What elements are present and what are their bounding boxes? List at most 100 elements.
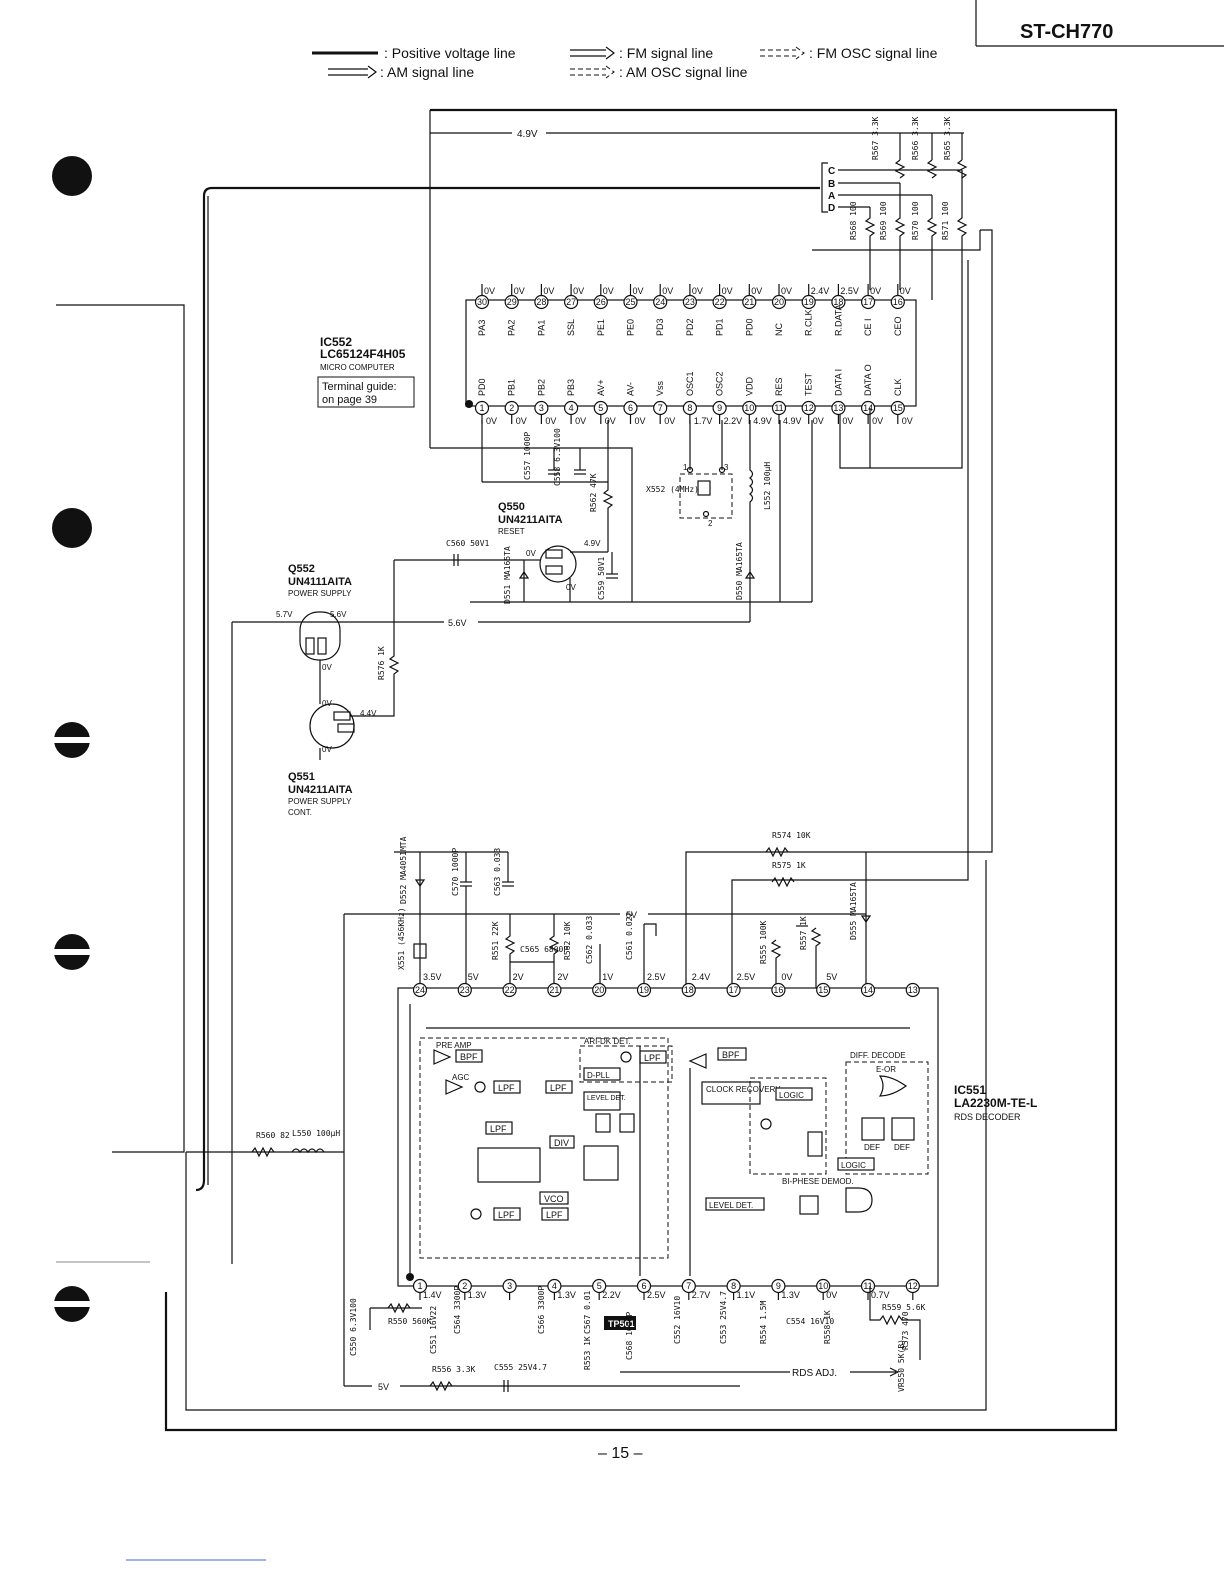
pin-voltage: 0V xyxy=(826,1290,837,1300)
ic551-pin xyxy=(502,1278,517,1294)
pullup-resistors: R567 3.3K R566 3.3K R565 3.3K xyxy=(871,116,968,179)
conn-d: D xyxy=(828,203,835,214)
pin-voltage: 0V xyxy=(514,286,525,296)
rail-5v-b: 5V xyxy=(378,1382,389,1392)
c567-label: C567 0.01 xyxy=(583,1290,592,1334)
pin-voltage: 0V xyxy=(545,416,556,426)
pin-number: 19 xyxy=(804,297,814,307)
page-number: – 15 – xyxy=(598,1445,643,1462)
pin-number: 13 xyxy=(908,985,918,995)
ic551-pin xyxy=(502,982,517,998)
c568-label: C568 1000P xyxy=(625,1312,634,1360)
legend-am-osc: : AM OSC signal line xyxy=(619,64,748,80)
pin-voltage: 0V xyxy=(751,286,762,296)
ic552-pin xyxy=(801,400,816,416)
am-line-swatch xyxy=(328,65,377,79)
pin-voltage: 1.3V xyxy=(781,1290,800,1300)
r566-label: R566 3.3K xyxy=(911,116,920,160)
q551-desc1: POWER SUPPLY xyxy=(288,797,352,806)
q551-part: UN4211AITA xyxy=(288,784,353,796)
level2-label: LEVEL DET. xyxy=(709,1201,753,1210)
pin-name: PD1 xyxy=(715,318,725,336)
ic551-pin xyxy=(681,982,696,998)
ic552-pin xyxy=(474,400,490,416)
ic552-pin xyxy=(712,294,727,310)
ic551-pin xyxy=(771,982,786,998)
pin-name: CEO xyxy=(893,316,903,336)
q552-in-v: 5.7V xyxy=(276,610,293,619)
c551-label: C551 16V22 xyxy=(429,1306,438,1354)
r550-label: R550 560K xyxy=(388,1317,432,1326)
q552-ref: Q552 xyxy=(288,563,315,575)
pin-name: OSC1 xyxy=(685,371,695,396)
pin-voltage: 1.3V xyxy=(468,1290,487,1300)
tp501-label[interactable]: TP501 xyxy=(608,1319,635,1329)
svg-text:1: 1 xyxy=(683,463,688,472)
pin-voltage: 2V xyxy=(513,972,524,982)
pin-number: 30 xyxy=(477,297,487,307)
lpf3-label: LPF xyxy=(490,1124,507,1134)
pin-name: PD0 xyxy=(744,318,754,336)
ic551-pin1-dot xyxy=(406,1273,414,1281)
ic552-pin xyxy=(623,294,638,310)
ic551-pin xyxy=(412,982,428,998)
ic552-pin xyxy=(742,400,757,416)
x552-label: X552 (4MHz) xyxy=(646,485,699,494)
pin-number: 19 xyxy=(639,985,649,995)
pin-voltage: 0V xyxy=(842,416,853,426)
pin-voltage: 2.2V xyxy=(724,416,743,426)
pin-voltage: 2.2V xyxy=(602,1290,621,1300)
pin-number: 15 xyxy=(893,403,903,413)
ic551-pin xyxy=(592,1278,607,1294)
pin-number: 25 xyxy=(625,297,635,307)
lpf4-label: LPF xyxy=(498,1210,515,1220)
pin-name: CE I xyxy=(863,318,873,336)
ic551-pin xyxy=(592,982,607,998)
pin-voltage: 2.7V xyxy=(692,1290,711,1300)
c560-label: C560 50V1 xyxy=(446,539,490,548)
binding-hole xyxy=(52,508,92,548)
pin-number: 6 xyxy=(628,403,633,413)
ic552-pin xyxy=(563,294,579,310)
ic552-pin xyxy=(860,400,876,416)
ic552-pin xyxy=(623,400,638,416)
pin-voltage: 0V xyxy=(664,416,675,426)
pin-number: 5 xyxy=(597,1281,602,1291)
pin-name: PB2 xyxy=(536,379,546,396)
connector-cbad: C B A D xyxy=(821,162,962,214)
pin-number: 28 xyxy=(536,297,546,307)
ic551-bottom-components: R560 82 L550 100μH C550 6.3V100 R550 560… xyxy=(185,860,987,1411)
pin-voltage: 0V xyxy=(543,286,554,296)
ic552-pin xyxy=(593,400,608,416)
pin-name: DATA O xyxy=(863,364,873,396)
r556-label: R556 3.3K xyxy=(432,1365,476,1374)
wire xyxy=(685,229,993,990)
c555-label: C555 25V4.7 xyxy=(494,1363,547,1372)
ic552-pin xyxy=(534,294,549,310)
ic552-pin xyxy=(860,294,876,310)
rail-4v9-label: 4.9V xyxy=(517,129,538,140)
terminal-guide-box xyxy=(317,376,415,408)
pin-voltage: 0V xyxy=(692,286,703,296)
pin-voltage: 0V xyxy=(900,286,911,296)
pin-number: 29 xyxy=(507,297,517,307)
d555-label: D555 MA165TA xyxy=(849,882,858,940)
r553-label: R553 1K xyxy=(583,1336,592,1370)
trim-line xyxy=(56,304,185,1153)
pin-number: 9 xyxy=(776,1281,781,1291)
r565-label: R565 3.3K xyxy=(943,116,952,160)
pin-voltage: 2.5V xyxy=(647,1290,666,1300)
ic551-pin xyxy=(547,1278,562,1294)
pin-voltage: 2.5V xyxy=(840,286,859,296)
level-label: LEVEL DET. xyxy=(587,1095,626,1102)
conn-b: B xyxy=(828,179,835,190)
board-outline xyxy=(164,108,1118,1432)
binding-hole xyxy=(52,156,92,196)
svg-text:0V: 0V xyxy=(322,663,332,672)
d550-label: D550 MA165TA xyxy=(735,542,744,600)
r554-label: R554 1.5M xyxy=(759,1300,768,1344)
pin-name: NC xyxy=(774,323,784,336)
